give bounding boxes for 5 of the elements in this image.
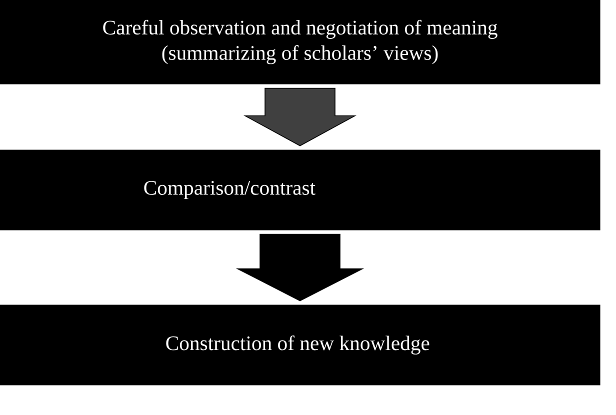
- block-arrow: [236, 234, 364, 302]
- text-box: Careful observation and negotiation of meaning (summarizing of scholars’ views): [0, 0, 600, 84]
- text-box: Comparison/contrast: [0, 150, 600, 230]
- text-box: Construction of new knowledge: [0, 304, 600, 386]
- block-arrow: [243, 88, 357, 146]
